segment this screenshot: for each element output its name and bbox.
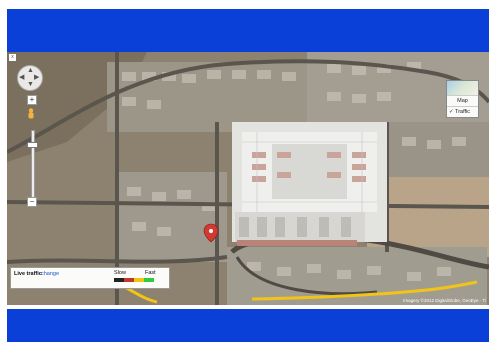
legend-swatch <box>134 278 144 282</box>
pan-down-icon[interactable]: ▼ <box>27 81 34 88</box>
footer-band <box>7 309 489 342</box>
pan-right-icon[interactable]: ▶ <box>34 74 40 81</box>
map-type-thumbnail[interactable] <box>447 81 478 96</box>
pan-left-icon[interactable]: ◀ <box>19 74 25 81</box>
header-band <box>7 9 489 52</box>
map-type-control: Map ✓ Traffic <box>446 80 479 118</box>
pan-control[interactable]: ▲ ▼ ◀ ▶ <box>17 65 43 91</box>
traffic-label: Traffic <box>455 109 471 115</box>
checkmark-icon: ✓ <box>449 109 454 115</box>
location-marker <box>203 223 219 243</box>
legend-change-link[interactable]: change <box>41 271 60 277</box>
legend-swatch <box>114 278 124 282</box>
zoom-slider-thumb[interactable] <box>27 142 38 148</box>
zoom-out-button[interactable]: − <box>27 197 37 207</box>
legend-title: Live traffic <box>14 271 42 277</box>
zoom-in-button[interactable]: + <box>27 95 37 105</box>
legend-slow-label: Slow <box>114 270 126 276</box>
pan-up-icon[interactable]: ▲ <box>27 67 34 74</box>
legend-color-bar <box>114 278 154 282</box>
corner-toggle-button[interactable]: x <box>9 54 16 61</box>
street-view-pegman-icon[interactable] <box>27 108 35 120</box>
legend-fast-label: Fast <box>145 270 156 276</box>
legend-swatch <box>124 278 134 282</box>
map-type-map-button[interactable]: Map <box>447 96 478 107</box>
imagery-copyright: Imagery ©2012 DigitalGlobe, GeoEye · Ti <box>403 298 486 303</box>
live-traffic-legend: Live traffic change Slow Fast <box>10 267 170 289</box>
legend-swatch <box>144 278 154 282</box>
traffic-toggle[interactable]: ✓ Traffic <box>447 107 478 117</box>
zoom-slider-track[interactable] <box>31 130 35 198</box>
satellite-map[interactable]: x ▲ ▼ ◀ ▶ + − Map ✓ Traffic Live traf <box>7 52 489 305</box>
map-imagery <box>7 52 489 305</box>
